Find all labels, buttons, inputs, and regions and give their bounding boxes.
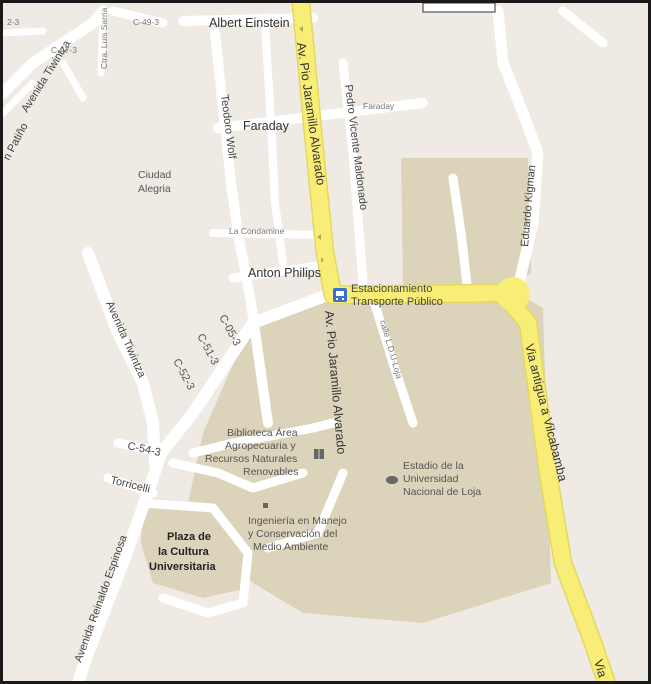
library-icon[interactable] — [314, 449, 324, 459]
label-via-cut: Via — [591, 658, 609, 679]
scale-box — [422, 3, 496, 13]
label-c-49: C-49-3 — [133, 17, 159, 27]
place-biblioteca-line1: Biblioteca Área — [227, 426, 298, 439]
road-calle-udl[interactable] — [368, 293, 418, 428]
label-c-52: C-52-3 — [170, 357, 196, 392]
road-campus-plaza[interactable] — [138, 498, 253, 618]
road-campus-south[interactable] — [263, 468, 348, 553]
road-c-49[interactable] — [108, 6, 168, 28]
campus-area-north — [401, 158, 531, 298]
bus-stop-icon-wheel-right — [342, 298, 344, 300]
road-eduardo-kigman[interactable] — [492, 5, 544, 294]
place-ingenieria-line3: Medio Ambiente — [253, 541, 328, 553]
place-biblioteca-line3: Recursos Naturales — [205, 453, 297, 465]
road-anton-philips[interactable] — [228, 260, 330, 283]
road-campus-loop[interactable] — [188, 418, 338, 458]
arrow-icon — [317, 234, 321, 240]
road-north-loop[interactable] — [448, 173, 473, 298]
place-plaza[interactable]: Plaza de la Cultura Universitaria — [149, 531, 217, 573]
place-estacionamiento-line2: Transporte Público — [351, 296, 443, 308]
place-ingenieria-line2: y Conservación del — [248, 528, 337, 540]
road-west-a[interactable] — [3, 27, 47, 37]
arrow-icon — [299, 26, 303, 32]
arrow-icon — [321, 257, 324, 263]
place-ciudad-alegria-line2: Alegria — [138, 183, 171, 195]
label-avenida-reinaldo: Avenida Reinaldo Espinosa — [73, 533, 131, 664]
road-c-54[interactable] — [113, 438, 168, 458]
label-albert-einstein: Albert Einstein — [209, 16, 290, 30]
stadium-icon[interactable] — [386, 476, 398, 484]
place-biblioteca-line4: Renovables — [243, 466, 298, 478]
label-faraday-east: Faraday — [363, 101, 395, 111]
highways — [291, 3, 616, 681]
place-ciudad-alegria-line1: Ciudad — [138, 169, 171, 181]
label-c-05: C-05-3 — [216, 313, 242, 348]
place-estadio-line2: Universidad — [403, 473, 459, 485]
place-estacionamiento[interactable]: Estacionamiento Transporte Público — [333, 283, 443, 308]
campus-area-main — [188, 285, 551, 623]
road-avenida-tiwintza[interactable] — [82, 247, 161, 469]
place-estacionamiento-line1: Estacionamiento — [351, 283, 432, 295]
place-estadio-line3: Nacional de Loja — [403, 486, 481, 498]
school-icon[interactable] — [263, 503, 268, 508]
one-way-arrows — [299, 26, 324, 263]
place-estadio-line1: Estadio de la — [403, 460, 464, 472]
road-west-c[interactable] — [59, 59, 87, 102]
place-biblioteca[interactable]: Biblioteca Área Agropecuaria y Recursos … — [205, 426, 324, 478]
road-la-condamine[interactable] — [209, 229, 329, 239]
road-albert-einstein[interactable] — [178, 13, 318, 26]
label-2-3: 2-3 — [7, 17, 20, 27]
label-luis-sarria: Ctra. Luis Sarria — [99, 7, 109, 69]
road-tiwintza-nw[interactable] — [3, 5, 109, 99]
bus-stop-icon-window — [336, 291, 344, 296]
place-ciudad-alegria[interactable]: Ciudad Alegria — [138, 169, 171, 195]
map-canvas[interactable]: Av. Pio Jaramillo Alvarado Av. Pio Jaram… — [3, 3, 651, 684]
place-ingenieria-line1: Ingeniería en Manejo — [248, 515, 347, 527]
label-c-51: C-51-3 — [194, 332, 220, 367]
local-roads — [3, 5, 608, 683]
label-torricelli: Torricelli — [109, 474, 151, 495]
label-faraday: Faraday — [243, 119, 290, 133]
road-campus-lower[interactable] — [168, 458, 308, 493]
road-northeast[interactable] — [558, 6, 608, 48]
place-plaza-line1: Plaza de — [167, 531, 211, 543]
label-la-condamine: La Condamine — [229, 226, 285, 236]
label-c-47: C-47-3 — [51, 45, 77, 55]
place-biblioteca-line2: Agropecuaria y — [225, 440, 296, 452]
road-torricelli[interactable] — [103, 473, 158, 498]
road-avenida-reinaldo[interactable] — [72, 287, 339, 683]
roundabout[interactable] — [496, 277, 530, 311]
road-pedro-vicente[interactable] — [338, 58, 368, 288]
road-west-b[interactable] — [3, 79, 37, 117]
bus-stop-icon-wheel-left — [336, 298, 338, 300]
place-plaza-line2: la Cultura — [158, 546, 210, 558]
road-luis-sarria[interactable] — [97, 7, 107, 77]
label-avenida-tiwintza: Avenida Tiwintza — [103, 299, 148, 380]
place-ingenieria[interactable]: Ingeniería en Manejo y Conservación del … — [248, 503, 347, 553]
label-anton-philips: Anton Philips — [248, 266, 321, 280]
label-patino: n Patiño — [3, 121, 31, 162]
place-estadio[interactable]: Estadio de la Universidad Nacional de Lo… — [386, 460, 481, 498]
place-plaza-line3: Universitaria — [149, 561, 217, 573]
